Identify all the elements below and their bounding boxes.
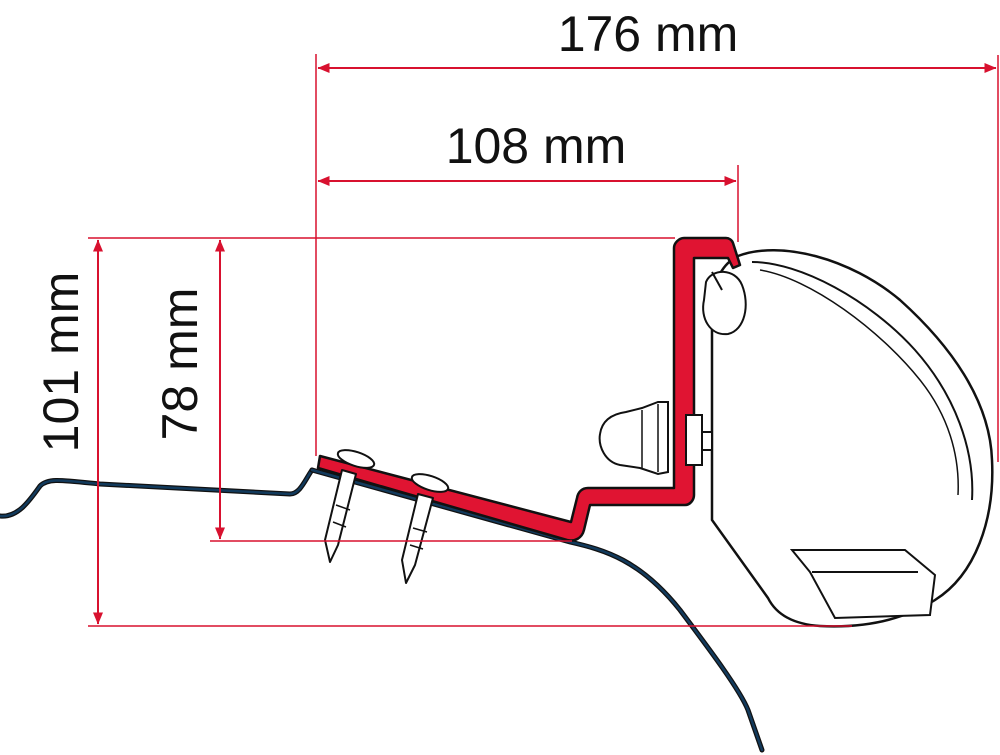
dimension-bracket-width: 108 mm <box>317 118 739 242</box>
mounting-bracket <box>316 236 742 542</box>
dimension-bracket-height: 78 mm <box>152 239 572 542</box>
awning-cassette <box>702 249 994 628</box>
dimension-total-height: 101 mm <box>33 237 852 627</box>
dimension-total-width: 176 mm <box>315 6 999 462</box>
label-176-mm: 176 mm <box>558 6 739 62</box>
screw-right <box>401 473 450 584</box>
label-78-mm: 78 mm <box>152 288 208 441</box>
screw-left <box>324 449 376 563</box>
label-108-mm: 108 mm <box>446 118 627 174</box>
vehicle-roof-profile <box>0 467 765 753</box>
bolt-and-nut <box>598 401 713 476</box>
label-101-mm: 101 mm <box>33 272 89 453</box>
